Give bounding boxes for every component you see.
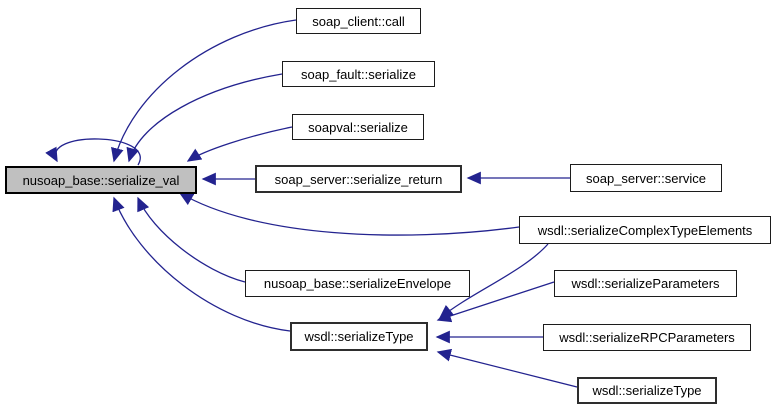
node-wsdl-serializeType-right[interactable]: wsdl::serializeType bbox=[577, 377, 717, 404]
node-soap_server-service[interactable]: soap_server::service bbox=[570, 164, 722, 192]
edge-serializeType_right-to-serializeType bbox=[436, 348, 578, 388]
node-nusoap_base-serialize_val[interactable]: nusoap_base::serialize_val bbox=[5, 166, 197, 194]
node-soap_client-call[interactable]: soap_client::call bbox=[296, 8, 421, 34]
node-wsdl-serializeParameters[interactable]: wsdl::serializeParameters bbox=[554, 270, 737, 297]
node-soapval-serialize[interactable]: soapval::serialize bbox=[292, 114, 424, 140]
node-nusoap_base-serializeEnvelope[interactable]: nusoap_base::serializeEnvelope bbox=[245, 270, 470, 297]
edge-serializeType-to-serialize_val bbox=[112, 196, 291, 332]
edge-soapval_serialize-to-serialize_val bbox=[186, 126, 293, 162]
node-soap_fault-serialize[interactable]: soap_fault::serialize bbox=[282, 61, 435, 87]
edge-serializeComplexTypeElements-to-serializeType bbox=[438, 243, 549, 319]
edge-serializeParameters-to-serializeType bbox=[436, 281, 555, 323]
node-soap_server-serialize_return[interactable]: soap_server::serialize_return bbox=[255, 165, 462, 193]
edge-soap_fault_serialize-to-serialize_val bbox=[126, 73, 283, 163]
edge-serializeEnvelope-to-serialize_val bbox=[137, 196, 246, 283]
edge-soap_client_call-to-serialize_val bbox=[111, 19, 297, 163]
node-wsdl-serializeType-left[interactable]: wsdl::serializeType bbox=[290, 322, 428, 351]
edge-self-loop-serialize_val bbox=[45, 138, 141, 166]
node-wsdl-serializeComplexTypeElements[interactable]: wsdl::serializeComplexTypeElements bbox=[519, 216, 771, 244]
node-wsdl-serializeRPCParameters[interactable]: wsdl::serializeRPCParameters bbox=[543, 324, 751, 351]
edge-serializeComplexTypeElements-to-serialize_val bbox=[178, 192, 520, 236]
